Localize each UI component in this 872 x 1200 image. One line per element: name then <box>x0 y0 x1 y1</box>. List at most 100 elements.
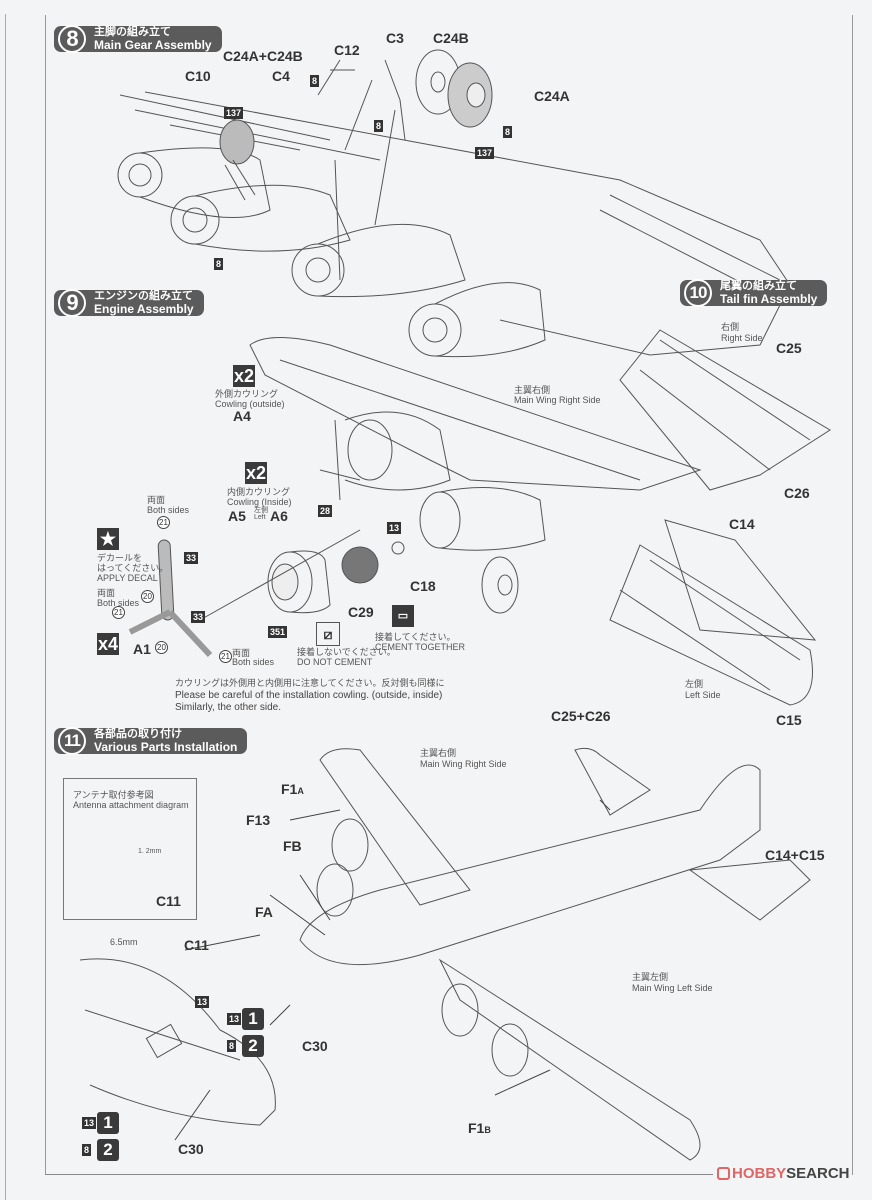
sequence-badge: 2 <box>97 1139 119 1161</box>
step-number: 10 <box>684 279 712 307</box>
part-label: C30 <box>302 1038 328 1054</box>
part-label: C3 <box>386 30 404 46</box>
part-label: C11 <box>184 937 209 953</box>
decal-number: 21 <box>219 650 232 663</box>
cowling-inside-jp: 内側カウリング <box>227 487 291 497</box>
cowling-outside-en: Cowling (outside) <box>215 399 285 409</box>
step-number: 9 <box>58 289 86 317</box>
cowling-note-jp: カウリングは外側用と内側用に注意してください。反対側も同様に <box>175 678 445 688</box>
antenna-diagram-box <box>63 778 197 920</box>
sequence-badge: 1 <box>242 1008 264 1030</box>
part-label-f1a: F1A <box>281 781 304 797</box>
part-label: C25+C26 <box>551 708 611 724</box>
step8-wing-drawing <box>117 49 791 358</box>
color-code: 8 <box>214 258 224 270</box>
color-code: 13 <box>387 522 402 534</box>
instruction-frame <box>45 15 853 1175</box>
cowling-note-en-2: Similarly, the other side. <box>175 702 281 713</box>
part-label: A6 <box>270 508 288 524</box>
step-title-jp: 尾翼の組み立て <box>720 280 797 292</box>
wing-right-jp: 主翼右側 <box>514 385 551 395</box>
left-note-en: Left <box>254 514 266 521</box>
quantity-badge: x2 <box>245 462 267 484</box>
step-number: 8 <box>58 25 86 53</box>
part-label: C24B <box>433 30 469 46</box>
color-code: 351 <box>268 626 288 638</box>
wing-left-en: Main Wing Left Side <box>632 983 713 993</box>
part-label: C24A+C24B <box>223 48 303 64</box>
watermark-brand-b: SEARCH <box>786 1165 850 1182</box>
quantity-badge: x2 <box>233 365 255 387</box>
part-label: C15 <box>776 712 802 728</box>
step-title-jp: エンジンの組み立て <box>94 290 193 302</box>
part-number: F1 <box>281 781 298 797</box>
both-sides-en: Both sides <box>97 598 140 608</box>
right-side-en: Right Side <box>721 333 763 343</box>
color-code: 8 <box>82 1144 92 1156</box>
part-label-f1b: F1B <box>468 1120 491 1136</box>
step9-wing-drawing <box>128 337 702 658</box>
step-title-en: Main Gear Assembly <box>94 38 212 52</box>
part-label: C14 <box>729 516 755 532</box>
part-label: C14+C15 <box>765 847 825 863</box>
both-sides-en: Both sides <box>147 505 190 515</box>
decal-note-jp2: はってください。 <box>97 563 169 573</box>
decal-note-jp: デカールを <box>97 553 143 563</box>
part-suffix: B <box>484 1125 491 1135</box>
part-label: A5 <box>228 508 246 524</box>
part-label: F13 <box>246 812 271 828</box>
part-label: C26 <box>784 485 810 501</box>
part-label: C29 <box>348 604 374 620</box>
wing-right-jp: 主翼右側 <box>420 748 457 758</box>
decal-star-icon: ★ <box>97 528 119 550</box>
cement-together-jp: 接着してください。 <box>375 632 456 642</box>
step-title-jp: 主脚の組み立て <box>94 26 171 38</box>
color-code: 33 <box>191 611 206 623</box>
decal-number: 21 <box>157 516 170 529</box>
part-label: C4 <box>272 68 290 84</box>
left-side-jp: 左側 <box>685 679 704 689</box>
sequence-badge: 1 <box>97 1112 119 1134</box>
step-title-en: Various Parts Installation <box>94 740 238 754</box>
step-number: 11 <box>58 727 86 755</box>
part-label: C30 <box>178 1141 204 1157</box>
step-title-jp: 各部品の取り付け <box>94 728 182 740</box>
part-number: F1 <box>468 1120 485 1136</box>
hobby-search-logo-icon <box>717 1167 730 1180</box>
decal-number: 21 <box>112 606 125 619</box>
part-label: C25 <box>776 340 802 356</box>
color-code: 8 <box>374 120 384 132</box>
color-code: 8 <box>310 75 320 87</box>
right-side-jp: 右側 <box>721 322 740 332</box>
cement-together-en: CEMENT TOGETHER <box>375 642 466 652</box>
step-title-en: Tail fin Assembly <box>720 292 818 306</box>
step-title-en: Engine Assembly <box>94 302 194 316</box>
cowling-inside-en: Cowling (Inside) <box>227 497 292 507</box>
dimension-label: 1. 2mm <box>138 848 162 855</box>
dimension-label: 6.5mm <box>110 937 138 947</box>
antenna-diagram-en: Antenna attachment diagram <box>73 800 189 810</box>
antenna-diagram-jp: アンテナ取付参考図 <box>73 790 154 800</box>
part-label: C24A <box>534 88 570 104</box>
no-cement-icon: ⧄ <box>316 622 340 646</box>
watermark-brand-a: HOBBY <box>732 1165 787 1182</box>
cowling-note-en: Please be careful of the installation co… <box>175 690 443 701</box>
color-code: 13 <box>195 996 210 1008</box>
part-label: A4 <box>233 408 251 424</box>
decal-number: 20 <box>155 641 168 654</box>
page-edge-line <box>5 14 6 1200</box>
color-code: 137 <box>475 147 495 159</box>
no-cement-jp: 接着しないでください。 <box>297 647 396 657</box>
color-code: 13 <box>227 1013 242 1025</box>
both-sides-jp: 両面 <box>147 495 166 505</box>
color-code: 28 <box>318 505 333 517</box>
color-code: 137 <box>224 107 244 119</box>
frame-bottom-line <box>45 1174 805 1175</box>
left-note-jp: 左側 <box>254 507 268 514</box>
left-side-en: Left Side <box>685 690 721 700</box>
both-sides-jp: 両面 <box>97 588 116 598</box>
